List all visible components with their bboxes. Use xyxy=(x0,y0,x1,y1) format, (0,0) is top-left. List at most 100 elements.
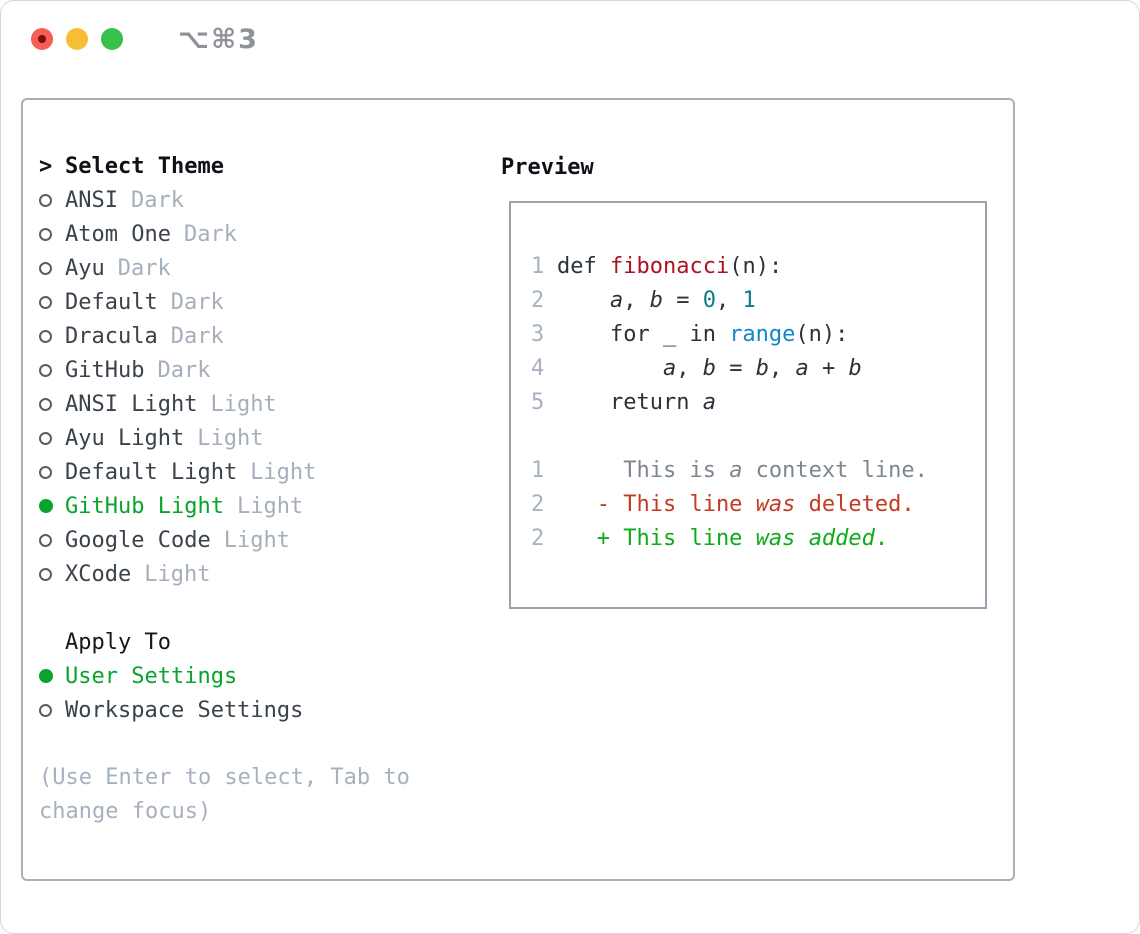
theme-option-label: XCode xyxy=(65,561,132,587)
theme-option-dracula[interactable]: Dracula Dark xyxy=(39,319,439,353)
radio-icon xyxy=(39,397,52,411)
theme-option-variant: Light xyxy=(197,425,264,451)
code-line: 2 + This line was added. xyxy=(531,521,985,555)
traffic-lights xyxy=(31,28,136,50)
line-number: 2 xyxy=(531,525,545,551)
theme-option-variant: Dark xyxy=(157,357,211,383)
line-number: 1 xyxy=(531,457,545,483)
code-line: 1 def fibonacci(n): xyxy=(531,249,985,283)
preview-title: Preview xyxy=(501,155,594,180)
code-segment: added xyxy=(808,525,875,551)
apply-option-workspace-settings[interactable]: Workspace Settings xyxy=(39,693,439,727)
spacer xyxy=(39,591,439,625)
theme-option-label: Workspace Settings xyxy=(65,697,304,723)
theme-picker-panel: > Select Theme ANSI Dark Atom One Dark A… xyxy=(21,98,1015,881)
code-line: 3 for _ in range(n): xyxy=(531,317,985,351)
code-segment: , xyxy=(768,355,796,381)
code-line: 1 This is a context line. xyxy=(531,453,985,487)
minimize-button[interactable] xyxy=(66,28,88,50)
code-line: 5 return a xyxy=(531,385,985,419)
code-segment: was xyxy=(755,491,796,517)
code-segment: b xyxy=(702,355,716,381)
theme-option-variant: Light xyxy=(144,561,211,587)
theme-option-ayu-light[interactable]: Ayu Light Light xyxy=(39,421,439,455)
line-number: 2 xyxy=(531,491,545,517)
theme-option-variant: Light xyxy=(210,391,277,417)
theme-option-google-code[interactable]: Google Code Light xyxy=(39,523,439,557)
theme-option-github-light[interactable]: GitHub Light Light xyxy=(39,489,439,523)
line-number: 5 xyxy=(531,389,545,415)
theme-option-label: Ayu xyxy=(65,255,105,281)
line-number: 1 xyxy=(531,253,545,279)
theme-picker: > Select Theme ANSI Dark Atom One Dark A… xyxy=(39,149,439,829)
theme-option-label: ANSI Light xyxy=(65,391,198,417)
code-segment: range xyxy=(729,321,796,347)
theme-option-atom-one[interactable]: Atom One Dark xyxy=(39,217,439,251)
theme-option-label: GitHub Light xyxy=(65,493,224,519)
code-segment: + xyxy=(808,355,849,381)
theme-option-ansi[interactable]: ANSI Dark xyxy=(39,183,439,217)
radio-icon xyxy=(39,431,52,445)
radio-icon xyxy=(39,227,52,241)
code-preview: 1 def fibonacci(n): 2 a, b = 0, 1 3 for … xyxy=(511,203,985,555)
theme-option-label: Atom One xyxy=(65,221,171,247)
radio-icon xyxy=(39,703,52,717)
code-segment: a xyxy=(662,355,677,381)
code-line: 2 - This line was deleted. xyxy=(531,487,985,521)
code-segment: (n): xyxy=(729,253,783,279)
radio-icon xyxy=(39,533,52,547)
select-theme-header: > Select Theme xyxy=(39,149,439,183)
apply-option-user-settings[interactable]: User Settings xyxy=(39,659,439,693)
code-segment: fibonacci xyxy=(609,253,730,279)
radio-icon xyxy=(39,193,52,207)
theme-list: ANSI Dark Atom One Dark Ayu Dark Default… xyxy=(39,183,439,591)
theme-option-label: Ayu Light xyxy=(65,425,185,451)
theme-option-variant: Light xyxy=(236,493,304,519)
theme-option-variant: Light xyxy=(250,459,317,485)
theme-option-github[interactable]: GitHub Dark xyxy=(39,353,439,387)
code-segment: b xyxy=(755,355,769,381)
code-segment: (n): xyxy=(795,321,849,347)
code-segment: = xyxy=(715,355,756,381)
zoom-button[interactable] xyxy=(101,28,123,50)
window-title: ⌥⌘3 xyxy=(178,23,259,55)
code-line xyxy=(531,419,985,453)
code-segment xyxy=(557,288,610,313)
code-segment: a xyxy=(729,457,743,483)
theme-option-ansi-light[interactable]: ANSI Light Light xyxy=(39,387,439,421)
preview-box: 1 def fibonacci(n): 2 a, b = 0, 1 3 for … xyxy=(509,201,987,609)
code-segment: b xyxy=(848,355,862,381)
code-segment: context line. xyxy=(742,457,928,483)
theme-option-xcode[interactable]: XCode Light xyxy=(39,557,439,591)
code-segment: , xyxy=(715,287,743,313)
line-number: 3 xyxy=(531,321,545,347)
apply-to-header: Apply To xyxy=(39,625,439,659)
window-titlebar: ⌥⌘3 xyxy=(1,1,1139,77)
code-segment: , xyxy=(623,287,650,313)
apply-to-title: Apply To xyxy=(65,629,171,655)
theme-option-ayu[interactable]: Ayu Dark xyxy=(39,251,439,285)
radio-icon xyxy=(39,329,52,343)
radio-icon xyxy=(39,465,52,479)
theme-option-label: User Settings xyxy=(65,663,238,689)
theme-option-variant: Dark xyxy=(117,255,171,281)
code-segment xyxy=(557,356,663,381)
code-segment: for _ in xyxy=(557,321,730,347)
code-segment: 0 xyxy=(702,287,716,313)
close-button[interactable] xyxy=(31,28,53,50)
radio-icon xyxy=(39,363,52,377)
theme-option-default-light[interactable]: Default Light Light xyxy=(39,455,439,489)
code-line: 2 a, b = 0, 1 xyxy=(531,283,985,317)
line-number: 2 xyxy=(531,287,545,313)
code-segment: = xyxy=(662,287,703,313)
theme-option-variant: Dark xyxy=(170,289,224,315)
radio-icon xyxy=(39,567,52,581)
theme-option-default[interactable]: Default Dark xyxy=(39,285,439,319)
code-segment: deleted. xyxy=(795,491,915,517)
code-segment: b xyxy=(649,287,663,313)
code-segment xyxy=(795,526,808,551)
spacer xyxy=(39,727,439,761)
radio-icon xyxy=(39,295,52,309)
keyboard-hint: (Use Enter to select, Tab to change focu… xyxy=(39,765,410,824)
